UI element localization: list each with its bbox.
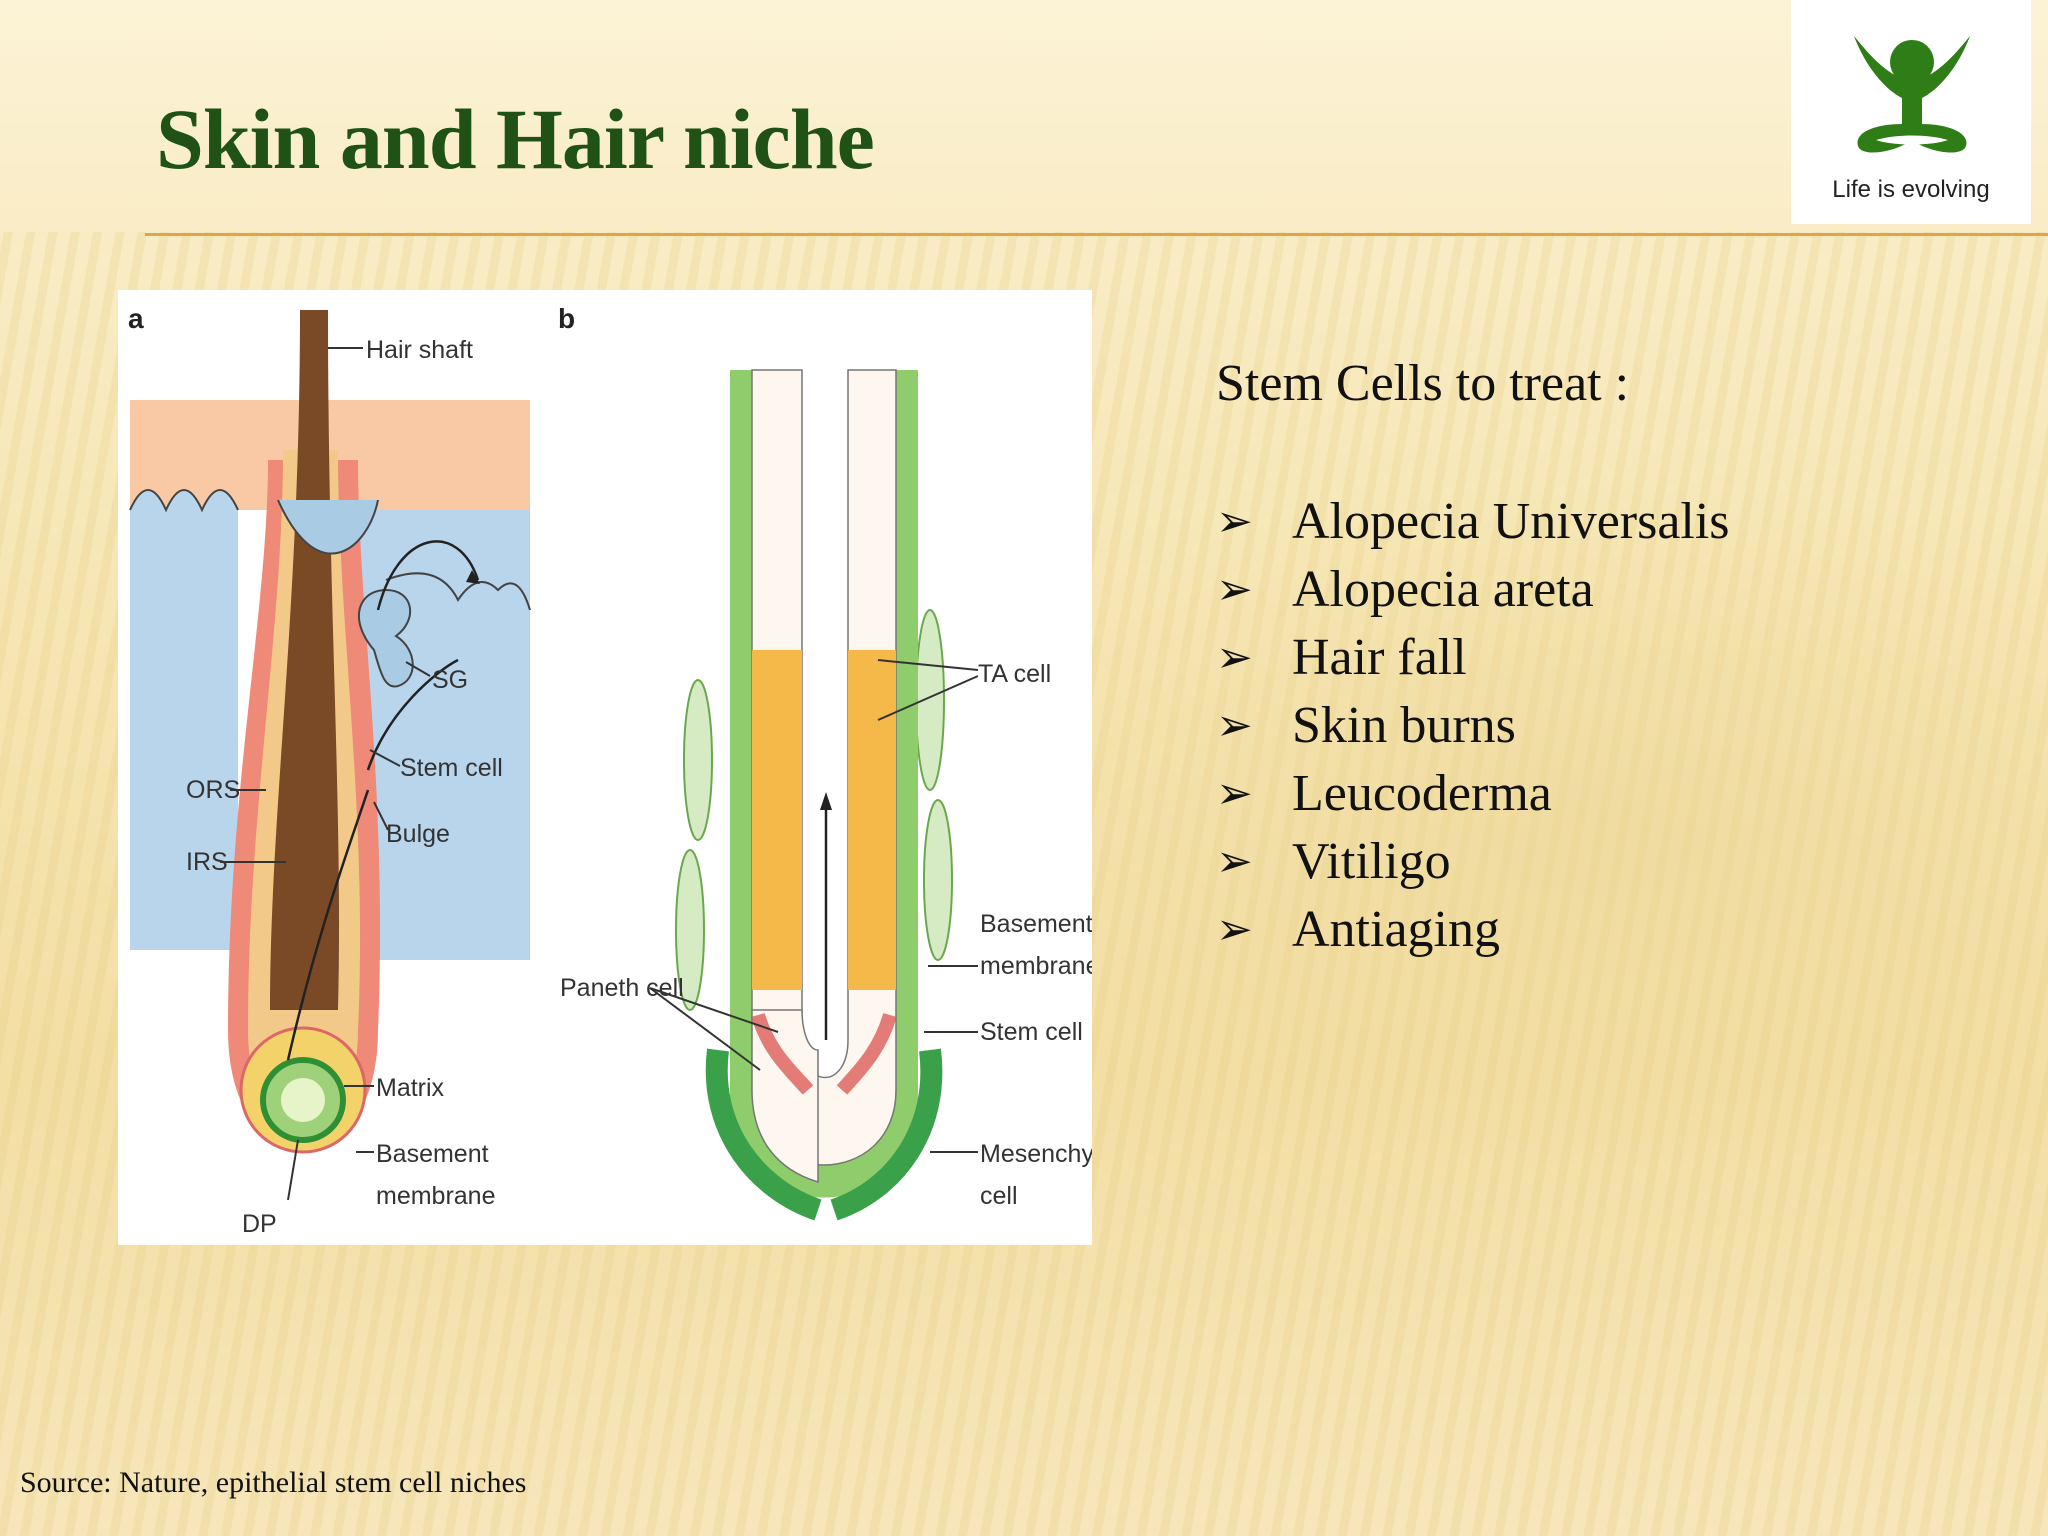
label-membrane-a: membrane	[376, 1182, 496, 1210]
hair-follicle-and-crypt-diagram: a Hair shaft SG Stem cell Bulge ORS IRS …	[128, 303, 1092, 1238]
label-basement-a: Basement	[376, 1140, 489, 1168]
label-ta-cell: TA cell	[978, 660, 1051, 688]
slide-title: Skin and Hair niche	[156, 91, 875, 187]
panel-b-intestinal-crypt	[675, 369, 953, 1221]
source-citation: Source: Nature, epithelial stem cell nic…	[20, 1466, 527, 1499]
logo-tagline: Life is evolving	[1832, 176, 1990, 203]
niche-diagram-figure: a Hair shaft SG Stem cell Bulge ORS IRS …	[118, 290, 1092, 1245]
list-item-label: Vitiligo	[1292, 833, 1451, 890]
title-divider	[145, 233, 2048, 236]
label-matrix: Matrix	[376, 1074, 445, 1102]
label-cell: cell	[980, 1182, 1018, 1210]
logo: Life is evolving	[1791, 0, 2031, 224]
list-item: ➢ Hair fall	[1216, 624, 1730, 692]
panel-a-hair-follicle	[129, 310, 531, 1154]
list-item-label: Alopecia areta	[1292, 561, 1594, 618]
list-item-label: Alopecia Universalis	[1292, 493, 1730, 550]
label-stem-cell-b: Stem cell	[980, 1018, 1083, 1046]
panel-b-letter: b	[558, 303, 575, 334]
arrowhead-bullet-icon: ➢	[1216, 904, 1253, 955]
ta-cells-left	[752, 650, 802, 990]
panel-a-letter: a	[128, 303, 144, 334]
list-item-label: Hair fall	[1292, 629, 1467, 686]
label-membrane-b: membrane	[980, 952, 1092, 980]
treatment-list: ➢ Alopecia Universalis ➢ Alopecia areta ➢ H…	[1216, 488, 1730, 964]
label-stem-cell-a: Stem cell	[400, 754, 503, 782]
list-item-label: Antiaging	[1292, 901, 1500, 958]
list-item: ➢ Alopecia areta	[1216, 556, 1730, 624]
arrowhead-bullet-icon: ➢	[1216, 768, 1253, 819]
list-item: ➢ Antiaging	[1216, 896, 1730, 964]
crypt-basement-membrane	[730, 370, 918, 1198]
header-band	[0, 0, 2048, 232]
label-mesenchymal: Mesenchymal	[980, 1140, 1092, 1168]
list-item-label: Leucoderma	[1292, 765, 1552, 822]
dermis-left	[130, 490, 238, 950]
hair-shaft-body	[270, 310, 340, 1010]
label-bulge: Bulge	[386, 820, 450, 848]
label-dp: DP	[242, 1210, 277, 1238]
sebaceous-gland	[357, 588, 414, 688]
list-item: ➢ Leucoderma	[1216, 760, 1730, 828]
label-hair-shaft: Hair shaft	[366, 336, 473, 364]
ta-cells-right	[848, 650, 896, 990]
arrowhead-bullet-icon: ➢	[1216, 836, 1253, 887]
list-item: ➢ Alopecia Universalis	[1216, 488, 1730, 556]
label-paneth-cell: Paneth cell	[560, 974, 684, 1002]
arrowhead-bullet-icon: ➢	[1216, 496, 1253, 547]
treatment-heading: Stem Cells to treat :	[1216, 355, 1630, 412]
list-item-label: Skin burns	[1292, 697, 1516, 754]
list-item: ➢ Skin burns	[1216, 692, 1730, 760]
arrowhead-bullet-icon: ➢	[1216, 564, 1253, 615]
arrowhead-bullet-icon: ➢	[1216, 632, 1253, 683]
label-basement-b: Basement	[980, 910, 1092, 938]
meditating-figure-icon	[1854, 36, 1970, 153]
list-item: ➢ Vitiligo	[1216, 828, 1730, 896]
arrowhead-bullet-icon: ➢	[1216, 700, 1253, 751]
label-sg: SG	[432, 666, 468, 694]
